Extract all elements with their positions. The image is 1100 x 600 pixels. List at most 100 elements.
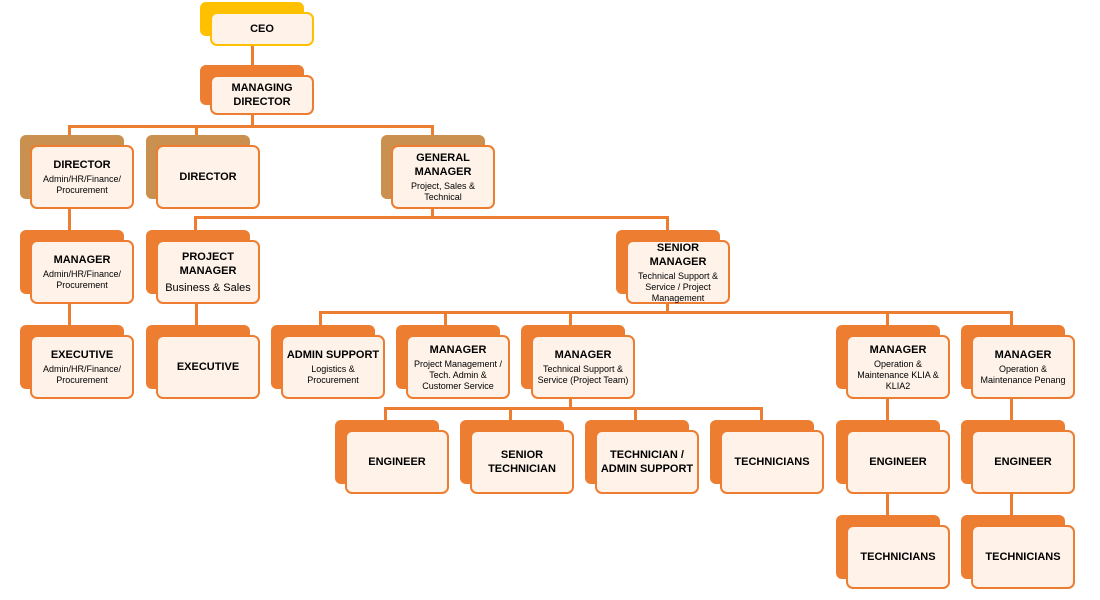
connector-line <box>1010 494 1013 515</box>
org-node-md: MANAGING DIRECTOR <box>200 65 314 115</box>
org-node-mgr_pm: MANAGER Project Management / Tech. Admin … <box>396 325 510 399</box>
node-title: TECHNICIANS <box>860 551 936 563</box>
org-node-eng3: ENGINEER <box>961 420 1075 494</box>
node-title: MANAGER <box>869 343 927 356</box>
org-node-mgr_pen: MANAGER Operation & Maintenance Penang <box>961 325 1075 399</box>
connector-line <box>666 216 669 230</box>
node-box: ENGINEER <box>846 430 950 494</box>
node-title: SENIOR MANAGER <box>649 241 707 268</box>
node-title: TECHNICIANS <box>985 551 1061 563</box>
connector-line <box>68 125 434 128</box>
org-node-tech2: TECHNICIANS <box>836 515 950 589</box>
node-title: MANAGER <box>429 343 487 356</box>
connector-line <box>444 311 447 325</box>
node-subtitle: Admin/HR/Finance/ Procurement <box>42 364 122 385</box>
connector-line <box>194 216 197 230</box>
node-subtitle: Project, Sales & Technical <box>410 181 476 202</box>
node-box: ADMIN SUPPORT Logistics & Procurement <box>281 335 385 399</box>
node-title: MANAGER <box>53 254 111 266</box>
org-node-dir1: DIRECTOR Admin/HR/Finance/ Procurement <box>20 135 134 209</box>
connector-line <box>431 209 434 218</box>
node-subtitle: Admin/HR/Finance/ Procurement <box>42 269 122 290</box>
node-box: MANAGER Technical Support & Service (Proj… <box>531 335 635 399</box>
node-title: DIRECTOR <box>53 159 111 171</box>
org-node-ceo: CEO <box>200 2 314 46</box>
org-node-exec2: EXECUTIVE <box>146 325 260 399</box>
node-box: TECHNICIANS <box>720 430 824 494</box>
node-box: TECHNICIANS <box>971 525 1075 589</box>
node-subtitle: Project Management / Tech. Admin & Custo… <box>413 358 503 391</box>
node-box: EXECUTIVE Admin/HR/Finance/ Procurement <box>30 335 134 399</box>
org-node-tas: TECHNICIAN / ADMIN SUPPORT <box>585 420 699 494</box>
connector-line <box>886 494 889 515</box>
node-box: SENIOR TECHNICIAN <box>470 430 574 494</box>
connector-line <box>384 407 387 420</box>
node-title: MANAGING DIRECTOR <box>231 82 293 108</box>
org-node-mgr1: MANAGER Admin/HR/Finance/ Procurement <box>20 230 134 304</box>
connector-line <box>886 311 889 325</box>
node-subtitle: Operation & Maintenance Penang <box>980 364 1066 385</box>
org-node-eng2: ENGINEER <box>836 420 950 494</box>
connector-line <box>251 115 254 127</box>
connector-line <box>68 125 71 135</box>
connector-line <box>68 304 71 325</box>
connector-line <box>384 407 763 410</box>
node-box: TECHNICIANS <box>846 525 950 589</box>
node-title: PROJECT MANAGER <box>179 250 237 277</box>
node-box: DIRECTOR Admin/HR/Finance/ Procurement <box>30 145 134 209</box>
org-node-eng1: ENGINEER <box>335 420 449 494</box>
connector-line <box>760 407 763 420</box>
node-box: ENGINEER <box>345 430 449 494</box>
org-node-tech1: TECHNICIANS <box>710 420 824 494</box>
org-node-exec1: EXECUTIVE Admin/HR/Finance/ Procurement <box>20 325 134 399</box>
connector-line <box>319 311 322 325</box>
connector-line <box>509 407 512 420</box>
org-node-mgr_klia: MANAGER Operation & Maintenance KLIA & KL… <box>836 325 950 399</box>
node-title: ENGINEER <box>994 456 1052 468</box>
node-box: MANAGING DIRECTOR <box>210 75 314 115</box>
org-node-tech3: TECHNICIANS <box>961 515 1075 589</box>
org-node-dir2: DIRECTOR <box>146 135 260 209</box>
node-box: MANAGER Project Management / Tech. Admin … <box>406 335 510 399</box>
node-box: EXECUTIVE <box>156 335 260 399</box>
connector-line <box>569 311 572 325</box>
node-box: TECHNICIAN / ADMIN SUPPORT <box>595 430 699 494</box>
connector-line <box>195 125 198 135</box>
connector-line <box>666 304 669 312</box>
node-title: TECHNICIANS <box>734 456 810 468</box>
node-title: CEO <box>250 23 274 35</box>
node-title: ADMIN SUPPORT <box>286 349 380 361</box>
node-box: MANAGER Operation & Maintenance KLIA & KL… <box>846 335 950 399</box>
node-box: MANAGER Operation & Maintenance Penang <box>971 335 1075 399</box>
node-subtitle: Technical Support & Service / Project Ma… <box>637 270 719 303</box>
node-subtitle: Operation & Maintenance KLIA & KLIA2 <box>857 358 939 391</box>
connector-line <box>886 399 889 420</box>
org-node-mgr_ts: MANAGER Technical Support & Service (Proj… <box>521 325 635 399</box>
node-subtitle: Admin/HR/Finance/ Procurement <box>42 174 122 195</box>
connector-line <box>251 46 254 69</box>
connector-line <box>319 311 1013 314</box>
node-title: EXECUTIVE <box>176 361 240 373</box>
node-title: ENGINEER <box>368 456 426 468</box>
node-title: EXECUTIVE <box>50 349 114 361</box>
node-box: DIRECTOR <box>156 145 260 209</box>
node-box: ENGINEER <box>971 430 1075 494</box>
connector-line <box>68 209 71 230</box>
org-node-admin: ADMIN SUPPORT Logistics & Procurement <box>271 325 385 399</box>
node-title: MANAGER <box>994 349 1052 361</box>
node-subtitle: Technical Support & Service (Project Tea… <box>537 364 629 385</box>
node-box: CEO <box>210 12 314 46</box>
node-title: MANAGER <box>554 349 612 361</box>
node-subtitle: Logistics & Procurement <box>307 364 359 385</box>
connector-line <box>1010 399 1013 420</box>
node-title: SENIOR TECHNICIAN <box>488 449 556 475</box>
node-title: TECHNICIAN / ADMIN SUPPORT <box>600 449 694 475</box>
connector-line <box>569 399 572 408</box>
connector-line <box>194 216 669 219</box>
